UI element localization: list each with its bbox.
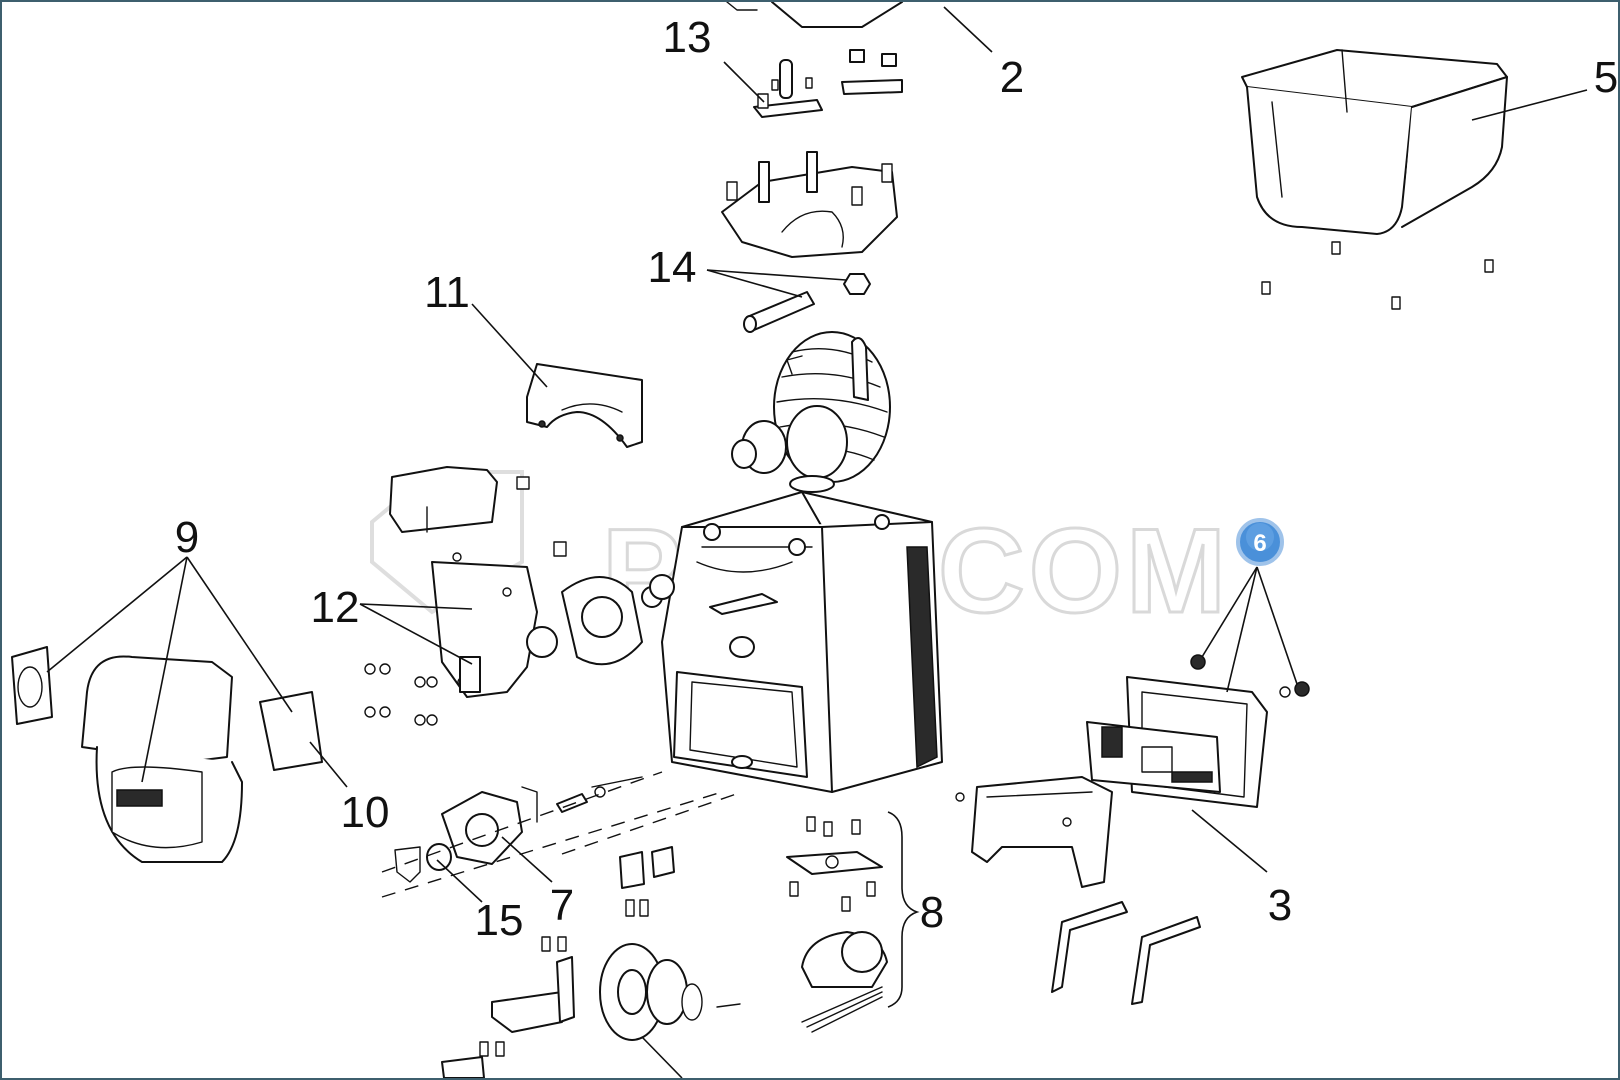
part-5-side-cover (1241, 49, 1588, 310)
part-9-cover-assembly (11, 556, 323, 863)
alignment-line-1 (381, 791, 723, 898)
bottom-pulley-assembly (441, 936, 741, 1078)
part-12-mount-plate (359, 466, 675, 726)
callout-5[interactable]: 5 (1594, 53, 1618, 102)
part-8-encoder-kit (786, 811, 920, 1033)
callout-13[interactable]: 13 (663, 13, 712, 62)
callout-9[interactable]: 9 (175, 513, 199, 562)
leader-10 (309, 741, 348, 788)
callout-6-label: 6 (1253, 530, 1266, 557)
callout-7[interactable]: 7 (550, 881, 574, 930)
callout-8[interactable]: 8 (920, 888, 944, 937)
part-14-shaft-nut (706, 269, 871, 333)
part-3-control-board (955, 566, 1310, 1005)
leader-15 (436, 859, 483, 903)
callout-labels: 2 3 5 7 8 9 10 11 12 13 14 15 (175, 13, 1618, 945)
callout-10[interactable]: 10 (341, 788, 390, 837)
part-2-top-cover (726, 2, 993, 53)
part-11-bracket (471, 303, 643, 448)
part-7-limit-switch (394, 776, 675, 917)
alignment-line-3 (561, 791, 743, 855)
alignment-line-2 (381, 771, 663, 873)
callout-15[interactable]: 15 (475, 896, 524, 945)
motor-assembly (731, 331, 891, 493)
callout-12[interactable]: 12 (311, 583, 360, 632)
callout-2[interactable]: 2 (1000, 53, 1024, 102)
callout-3[interactable]: 3 (1268, 881, 1292, 930)
callout-6-badge[interactable]: 6 (1236, 518, 1284, 566)
part-13-pin-bracket (723, 49, 903, 118)
callout-14[interactable]: 14 (648, 243, 697, 292)
gearbox-upper-housing (721, 151, 898, 258)
callout-11[interactable]: 11 (424, 268, 470, 317)
main-base-housing (641, 491, 943, 793)
